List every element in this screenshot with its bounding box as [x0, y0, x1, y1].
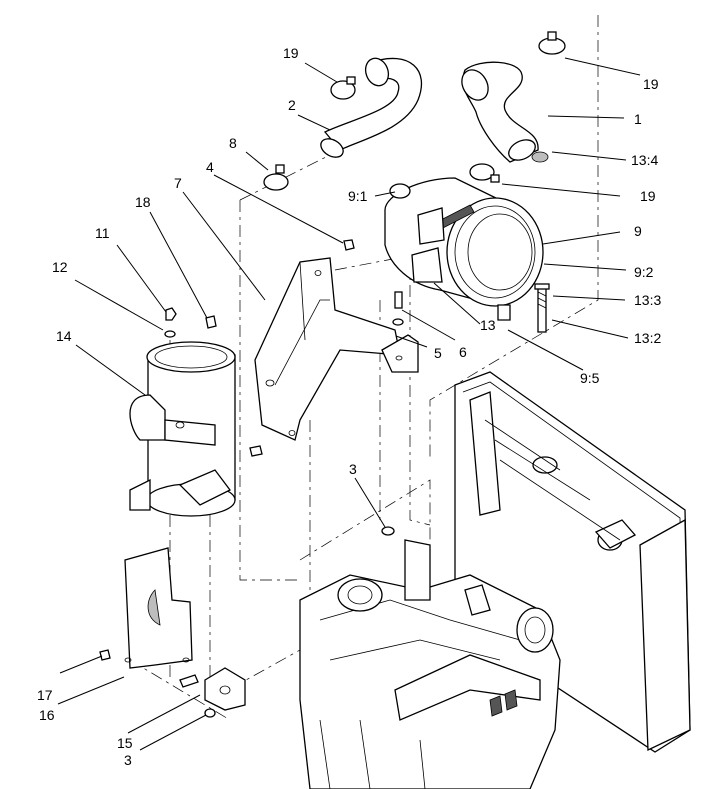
callout-13-4: 13:4: [631, 152, 658, 168]
hose-clamp-19-right: [538, 31, 566, 55]
nut-13-4: [531, 151, 549, 163]
callout-2: 2: [288, 97, 296, 113]
callout-3-upper: 3: [349, 461, 357, 477]
nut-3-upper: [381, 526, 395, 536]
hose-clamp-8: [263, 164, 289, 191]
callout-19-mid: 19: [640, 188, 656, 204]
callout-4: 4: [206, 159, 214, 175]
bolt-4: [343, 239, 355, 251]
nut-11: [165, 307, 177, 321]
callout-6: 6: [459, 344, 467, 360]
bolt-15: [179, 674, 199, 688]
callout-9-5: 9:5: [580, 370, 600, 386]
callout-9-2: 9:2: [634, 264, 654, 280]
band-clamp-bolt: [534, 283, 550, 333]
washer-6: [392, 318, 404, 326]
bracket-15: [204, 667, 246, 711]
hose-clamp-19-upper: [330, 76, 356, 100]
hose-2: [320, 57, 423, 158]
callout-labels: 19 2 8 4 7 18 11 12 14 19 1 13:4 19 9:1 …: [37, 45, 661, 768]
callout-14: 14: [56, 328, 72, 344]
bolt-6: [394, 291, 403, 309]
callout-11: 11: [95, 225, 110, 241]
hose-clamp-19-mid: [469, 163, 500, 183]
callout-1: 1: [634, 111, 642, 127]
callout-8: 8: [229, 135, 237, 151]
hose-1: [461, 61, 539, 163]
bracket-5: [381, 334, 419, 373]
nut-18: [205, 315, 217, 329]
callout-15: 15: [117, 735, 133, 751]
washer-12: [164, 330, 176, 338]
callout-19-upper: 19: [283, 45, 299, 61]
air-cleaner-9: [384, 177, 544, 321]
callout-16: 16: [39, 707, 55, 723]
engine: [299, 539, 561, 789]
muffler-14: [129, 341, 236, 517]
callout-13: 13: [480, 317, 496, 333]
nut-17: [99, 649, 111, 661]
callout-12: 12: [52, 259, 68, 275]
heat-shield-16: [124, 547, 193, 669]
callout-7: 7: [174, 175, 182, 191]
callout-17: 17: [37, 687, 53, 703]
bolt-lower-bracket: [249, 445, 263, 457]
leader-lines: [57, 57, 641, 751]
callout-13-3: 13:3: [634, 292, 661, 308]
nut-3-lower: [204, 708, 216, 718]
callout-13-2: 13:2: [634, 330, 661, 346]
callout-3-lower: 3: [124, 752, 132, 768]
callout-19-right: 19: [643, 76, 659, 92]
mounting-bracket-7: [254, 257, 401, 441]
callout-18: 18: [135, 194, 151, 210]
callout-9: 9: [634, 223, 642, 239]
callout-5: 5: [434, 345, 442, 361]
callout-9-1: 9:1: [348, 188, 368, 204]
